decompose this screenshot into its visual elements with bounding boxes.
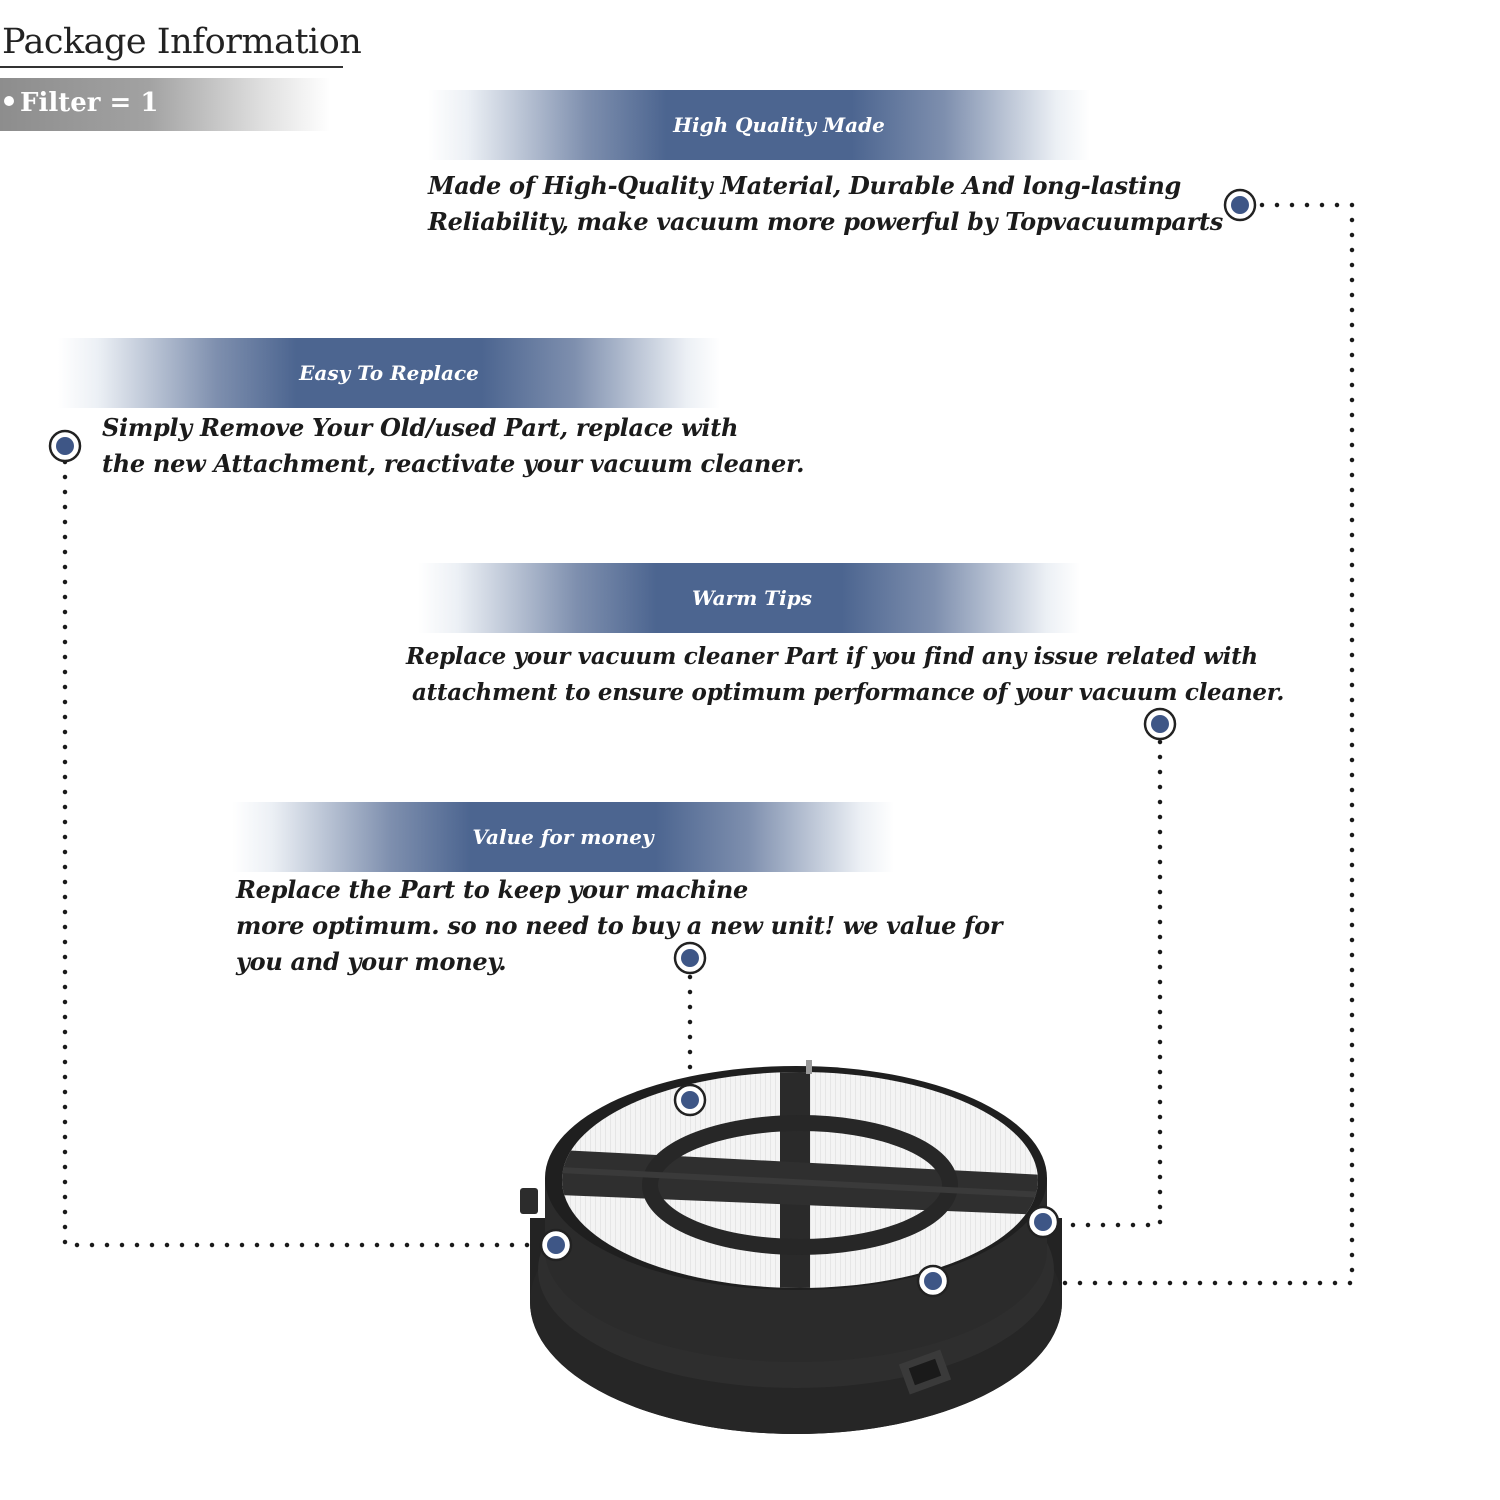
package-contents-text: Filter = 1 [20,88,159,118]
feature-desc-value-money: Replace the Part to keep your machine mo… [236,872,1003,980]
feature-desc-warm-tips: Replace your vacuum cleaner Part if you … [406,639,1284,711]
package-contents-bar [0,78,330,131]
feature-desc-line: Simply Remove Your Old/used Part, replac… [102,413,739,442]
marker-icon [1223,188,1257,222]
feature-title-value-money: Value for money [472,825,654,849]
banner-easy-replace: Easy To Replace [58,338,720,408]
vacuum-filter [520,1060,1062,1440]
feature-desc-line: Replace your vacuum cleaner Part if you … [406,643,1258,670]
banner-warm-tips: Warm Tips [418,563,1080,633]
package-info-underline [0,66,343,68]
connector-lines [62,202,1355,1286]
feature-desc-line: attachment to ensure optimum performance… [412,679,1285,706]
markers [48,188,1257,1298]
feature-desc-line: you and your money. [236,947,507,976]
feature-title-high-quality: High Quality Made [673,113,885,137]
feature-desc-high-quality: Made of High-Quality Material, Durable A… [428,168,1223,240]
marker-icon [48,429,82,463]
marker-icon [673,941,707,975]
banner-high-quality: High Quality Made [428,90,1090,160]
marker-icon [539,1228,573,1262]
feature-title-warm-tips: Warm Tips [691,586,813,610]
banner-value-money: Value for money [232,802,894,872]
marker-icon [673,1083,707,1117]
marker-icon [916,1264,950,1298]
feature-desc-line: more optimum. so no need to buy a new un… [236,911,1003,940]
connector-high-quality [932,202,1355,1286]
package-contents-item: Filter = 1 [4,88,158,118]
feature-desc-line: Reliability, make vacuum more powerful b… [428,207,1223,236]
connector-warm-tips [1040,739,1163,1228]
marker-icon [1143,707,1177,741]
feature-desc-line: Made of High-Quality Material, Durable A… [428,171,1181,200]
package-info-title: Package Information [2,22,362,62]
feature-desc-line: the new Attachment, reactivate your vacu… [102,449,805,478]
bullet-icon [4,96,14,106]
connector-easy-replace [62,459,559,1248]
feature-desc-easy-replace: Simply Remove Your Old/used Part, replac… [102,410,805,482]
marker-icon [1026,1205,1060,1239]
feature-desc-line: Replace the Part to keep your machine [236,875,749,904]
feature-title-easy-replace: Easy To Replace [299,361,479,385]
